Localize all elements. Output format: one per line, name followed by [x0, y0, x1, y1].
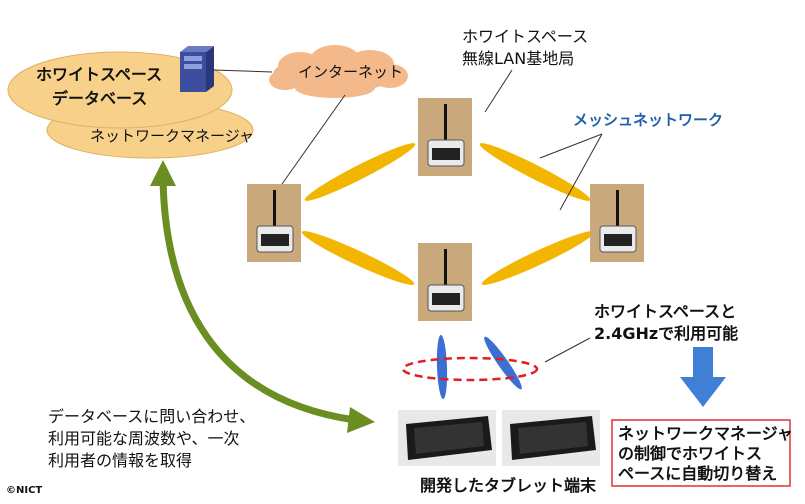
tablet-left — [398, 410, 496, 466]
dual-band-label-line2: 2.4GHzで利用可能 — [594, 324, 739, 343]
mesh-network-label: メッシュネットワーク — [573, 111, 724, 129]
internet-cloud-shape — [269, 45, 408, 98]
server-icon — [180, 46, 214, 92]
green-arrowhead-top — [150, 160, 176, 186]
access-point-bottom — [418, 243, 472, 321]
mesh-link-top-left — [304, 143, 416, 201]
credit-label: ©NICT — [6, 485, 43, 496]
base-station-label-line1: ホワイトスペース — [462, 27, 589, 46]
query-text-line1: データベースに問い合わせ、 — [48, 407, 256, 426]
tablet-right — [502, 410, 600, 466]
switch-box-line1: ネットワークマネージャ — [618, 424, 793, 443]
query-text-line2: 利用可能な周波数や、一次 — [48, 429, 240, 448]
mesh-link-top-right — [479, 143, 591, 201]
green-arrowhead-bottom — [347, 407, 375, 433]
database-label-line2: データベース — [52, 89, 148, 108]
signal-lens-1 — [436, 335, 448, 399]
dual-band-label-line1: ホワイトスペースと — [594, 302, 737, 321]
internet-label: インターネット — [298, 63, 404, 81]
access-point-right — [590, 184, 644, 262]
query-text-line3: 利用者の情報を取得 — [48, 451, 193, 470]
switch-box-border — [611, 419, 791, 487]
dashed-coverage-ellipse — [401, 356, 539, 382]
blue-down-arrow — [680, 347, 726, 407]
manager-label: ネットワークマネージャ — [90, 127, 254, 145]
database-label-line1: ホワイトスペース — [36, 65, 163, 84]
mesh-link-bottom-left — [301, 231, 415, 285]
database-ellipse — [7, 51, 233, 129]
mesh-link-bottom-right — [481, 231, 595, 285]
tablets-label: 開発したタブレット端末 — [420, 476, 597, 495]
signal-lens-2 — [484, 336, 522, 390]
switch-box-line3: ペースに自動切り替え — [618, 464, 778, 483]
access-point-left — [247, 184, 301, 262]
switch-box-line2: の制御でホワイトス — [618, 444, 763, 463]
green-double-arrow — [159, 177, 356, 424]
access-point-top — [418, 98, 472, 176]
base-station-label-line2: 無線LAN基地局 — [462, 49, 575, 68]
